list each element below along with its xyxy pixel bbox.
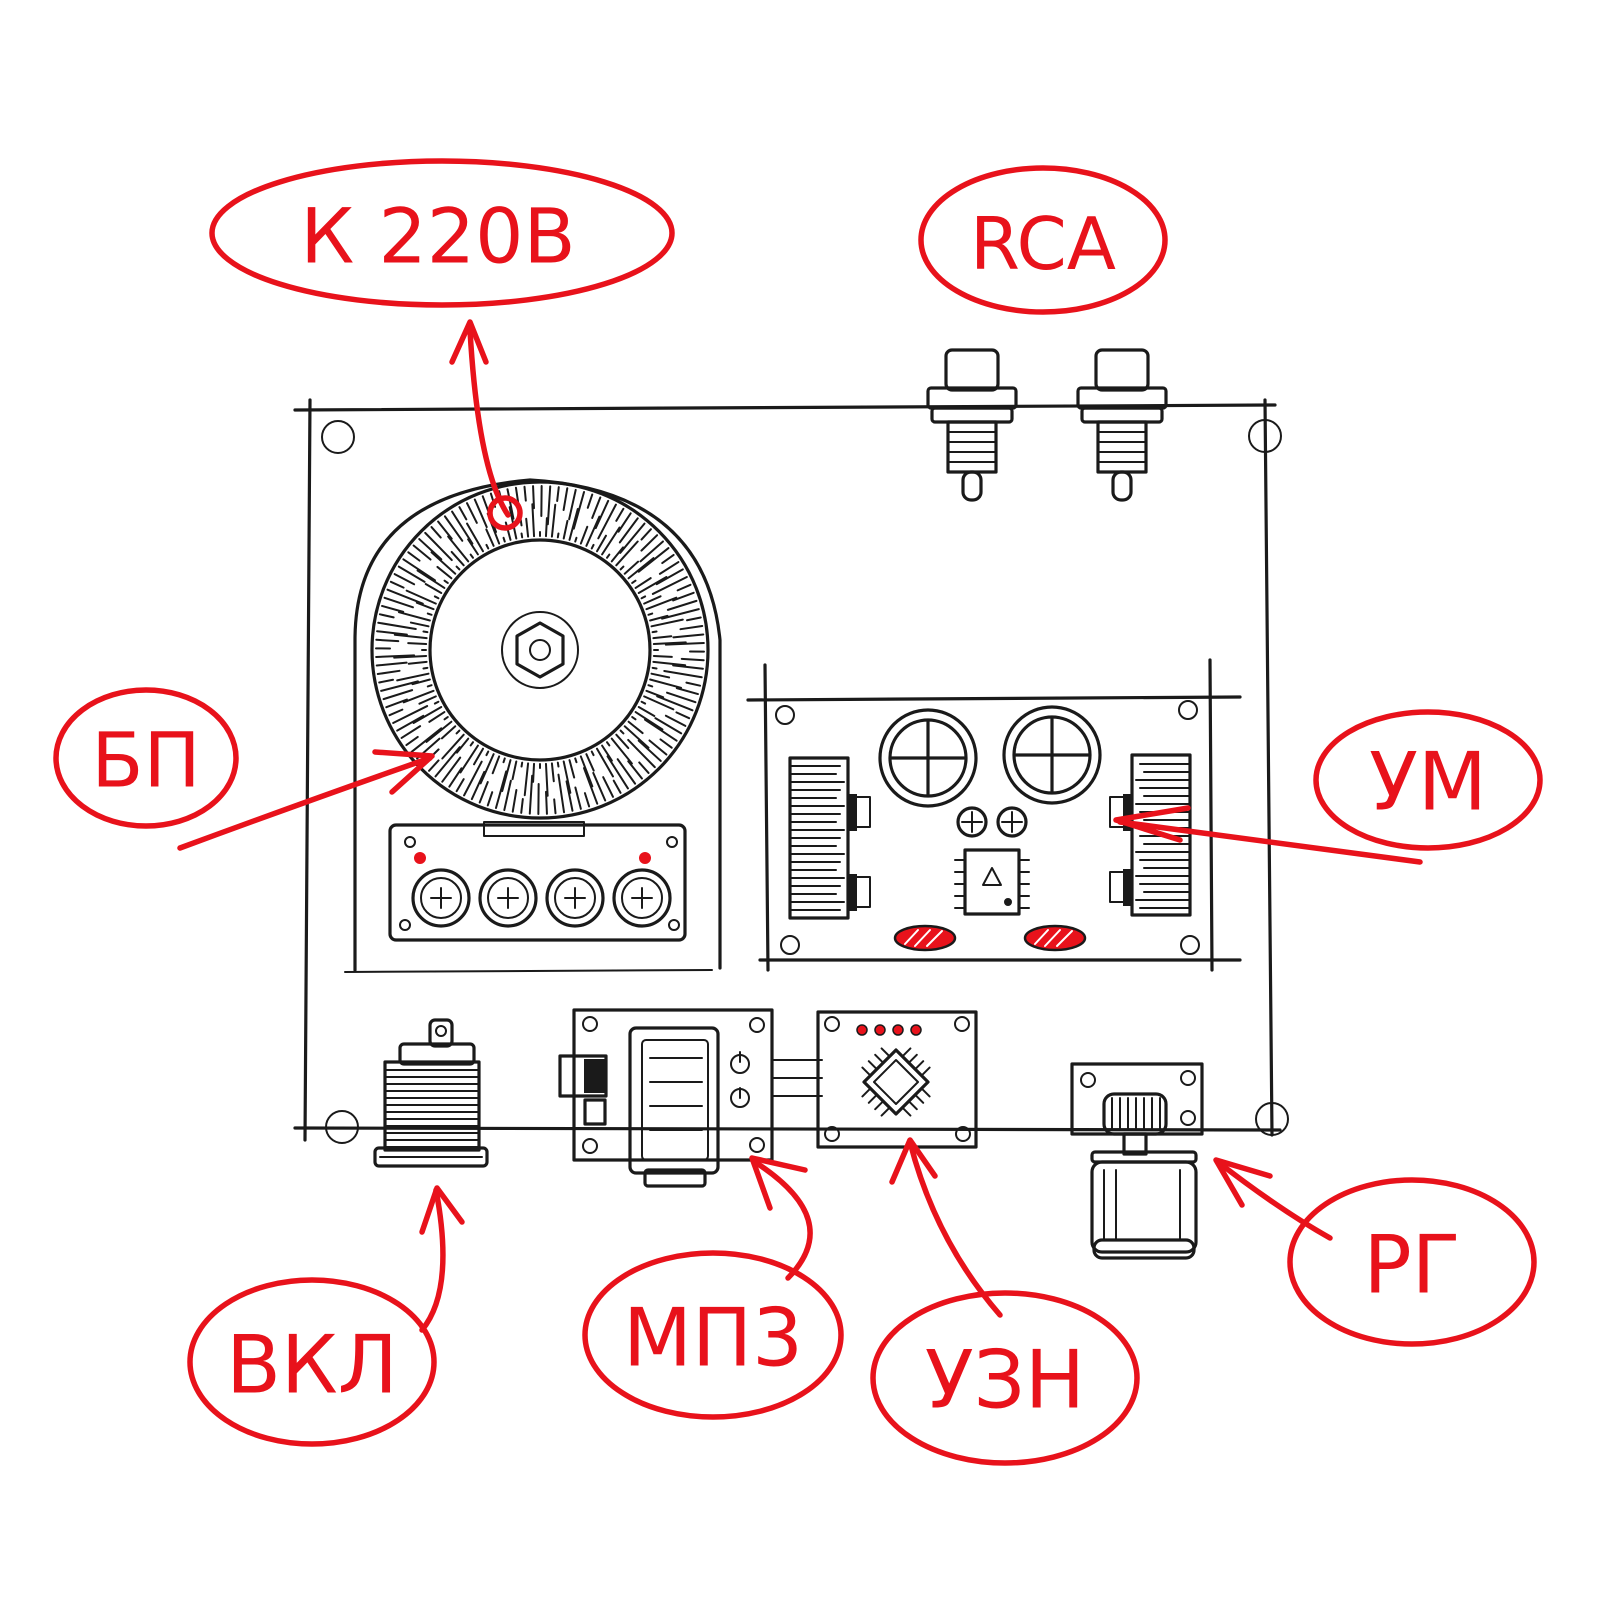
capacitor-icon xyxy=(545,868,605,928)
chip-icon xyxy=(954,848,1030,916)
capacitor-icon xyxy=(612,868,672,928)
enclosure xyxy=(293,398,1289,1144)
rca-jack-icon xyxy=(926,348,1018,502)
callout-amp: УМ xyxy=(1313,709,1543,851)
mount-hole-icon xyxy=(1248,419,1282,453)
capacitor-icon xyxy=(478,868,538,928)
mount-hole-icon xyxy=(325,1110,359,1144)
mount-hole-icon xyxy=(1255,1102,1289,1136)
callout-vu: УЗН xyxy=(870,1290,1140,1466)
rca-jack-icon xyxy=(1076,348,1168,502)
callout-mp3: МП3 xyxy=(582,1250,844,1420)
power-supply xyxy=(344,478,722,973)
mp3-module xyxy=(558,1008,774,1188)
capacitor-icon xyxy=(878,708,978,808)
callout-rca-label: RCA xyxy=(970,202,1116,286)
callout-mains: К 220В xyxy=(209,158,675,308)
capacitor-icon xyxy=(411,868,471,928)
chip-icon xyxy=(861,1047,931,1117)
callout-rca: RCA xyxy=(918,165,1168,315)
callout-power-switch: ВКЛ xyxy=(187,1277,437,1447)
toggle-switch-icon xyxy=(373,1018,489,1168)
callout-power-switch-label: ВКЛ xyxy=(226,1319,398,1412)
knob-icon xyxy=(1070,1062,1204,1260)
callout-amp-label: УМ xyxy=(1369,736,1487,829)
callout-psu: БП xyxy=(53,687,239,829)
callout-volume-label: РГ xyxy=(1363,1219,1460,1312)
callout-volume: РГ xyxy=(1287,1177,1537,1347)
callout-vu-label: УЗН xyxy=(925,1334,1085,1427)
callout-psu-label: БП xyxy=(91,716,200,805)
mount-hole-icon xyxy=(321,420,355,454)
callout-arrows xyxy=(177,319,1423,1333)
psu-board xyxy=(388,821,687,942)
heatsink-icon xyxy=(788,756,871,920)
heatsink-icon xyxy=(1109,753,1192,917)
vu-module xyxy=(816,1010,978,1149)
amplifier-board xyxy=(746,658,1242,972)
toroid-icon xyxy=(370,480,710,820)
capacitor-icon xyxy=(1002,705,1102,805)
callout-mp3-label: МП3 xyxy=(623,1292,803,1385)
callout-mains-label: К 220В xyxy=(300,192,575,281)
